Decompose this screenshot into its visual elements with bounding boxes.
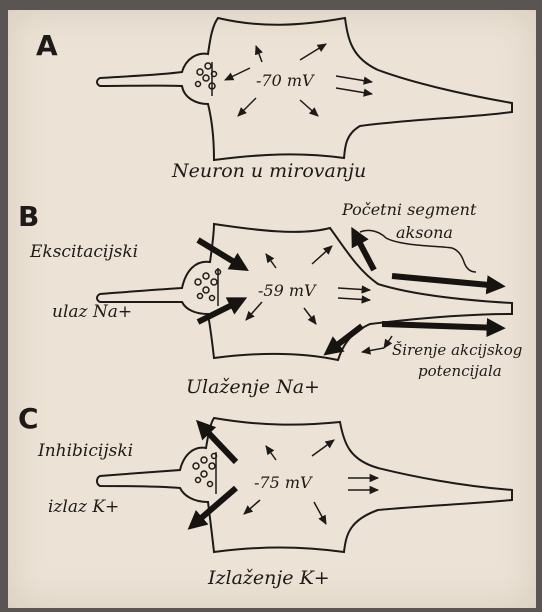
label-segment-line2: aksona (396, 223, 453, 242)
synaptic-bulb-b (195, 270, 221, 301)
caption-a: Neuron u mirovanju (171, 160, 366, 182)
label-input-line1: Ekscitacijski (29, 242, 138, 262)
panel-a: A -70 mV Neuron u mirovanju (36, 18, 512, 182)
panel-c: C -75 mV (18, 402, 512, 589)
caption-c: Izlaženje K+ (207, 567, 330, 589)
label-output-line1: Inhibicijski (37, 441, 133, 461)
label-spread-line1: Širenje akcijskog (392, 341, 522, 359)
caption-b: Ulaženje Na+ (186, 376, 320, 398)
synaptic-bulb-a (196, 63, 217, 89)
label-segment-line1: Početni segment (341, 200, 477, 219)
label-spread-line2: potencijala (418, 362, 502, 380)
label-output-line2: izlaz K+ (48, 497, 119, 517)
panel-b-letter: B (18, 200, 39, 233)
panel-b: B (18, 200, 522, 398)
potential-c: -75 mV (254, 473, 313, 492)
thick-arrows-c (192, 424, 236, 526)
panel-c-letter: C (18, 402, 39, 435)
synaptic-bulb-c (193, 454, 217, 487)
panel-a-letter: A (36, 29, 58, 62)
potential-a: -70 mV (256, 71, 315, 90)
label-input-line2: ulaz Na+ (52, 302, 132, 322)
potential-b: -59 mV (258, 281, 317, 300)
